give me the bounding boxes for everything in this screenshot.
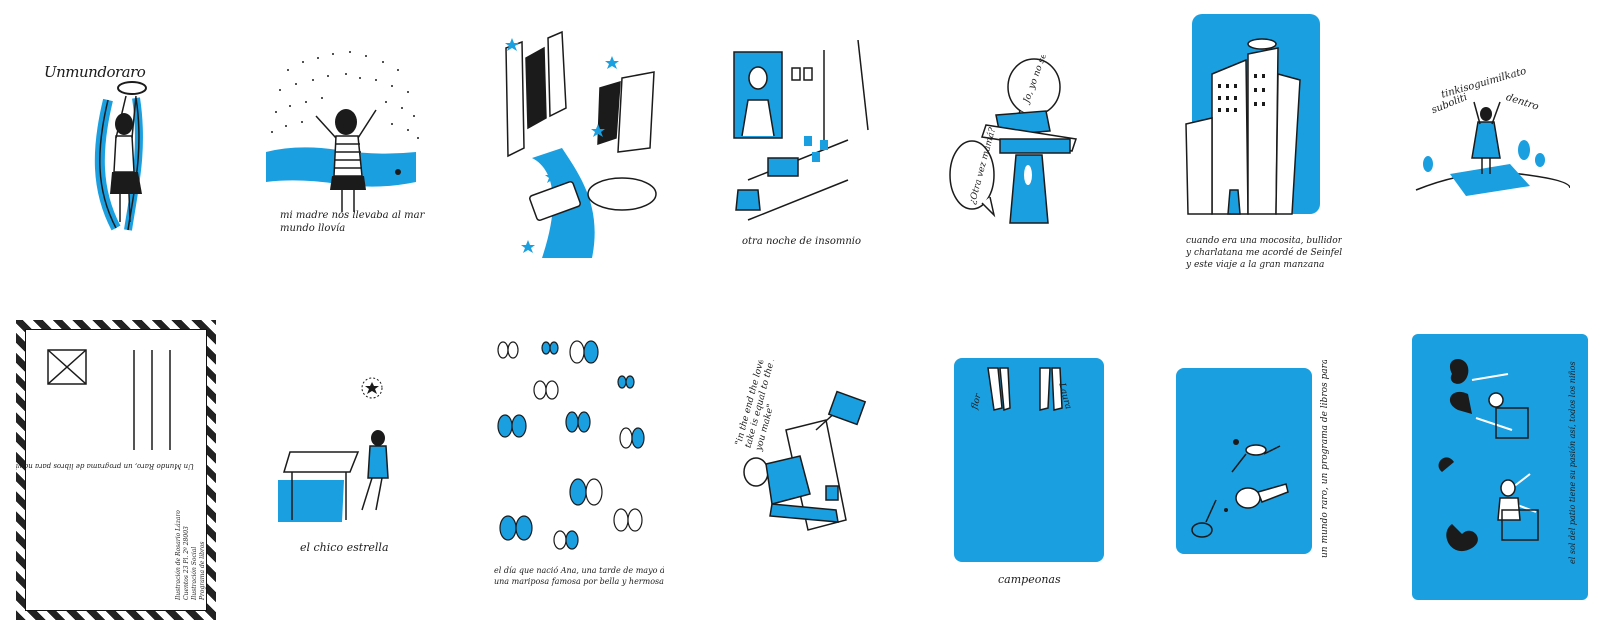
card-insomnio[interactable]: otra noche de insomnio [728,40,878,255]
card-postal-back[interactable]: Un Mundo Raro, un programa de libros par… [16,320,216,620]
girl-in-rain-illustration [266,51,419,212]
card-caption: el sol del patio tiene su pasión así, to… [1568,361,1577,564]
card-title: Unmundoraro [44,63,146,81]
butterflies-illustration [497,340,645,550]
card-caption: otra noche de insomnio [742,236,861,247]
blue-background [954,358,1104,562]
card-caption-line1: el día que nació Ana, una tarde de mayo … [494,566,664,575]
card-manzana[interactable]: cuando era una mocosita, bullidora y cha… [1182,14,1342,274]
ring-phone-illustration [949,58,1077,224]
card-caption-line2: una mariposa famosa por bella y hermosa. [494,577,664,586]
swimmers-legs-illustration [987,367,1063,412]
card-unmundoraro[interactable]: Unmundoraro [30,40,190,240]
card-mariposas[interactable]: el día que nació Ana, una tarde de mayo … [494,330,664,600]
postcard-lines-illustration [47,349,171,450]
postcard-address-2: Cuentos 23 Pl. 2º 28003 [183,526,190,600]
card-caption: campeonas [998,573,1061,586]
boy-at-desk-illustration [278,377,389,522]
card-caption-line3: y este viaje a la gran manzana [1186,260,1325,270]
postcard-back-text: Un Mundo Raro, un programa de libros par… [16,462,194,471]
postcard-body: Un Mundo Raro, un programa de libros par… [16,329,207,611]
card-estrella[interactable]: el chico estrella [276,370,406,570]
girl-on-hill-illustration [1415,101,1570,196]
flying-kids-illustration [1191,439,1289,538]
card-ring[interactable]: ¿Otra vez mamá? Jo, yo no sé leer [946,55,1106,235]
woman-reading-illustration [743,390,867,531]
card-caption-line1: cuando era una mocosita, bullidora [1186,236,1342,246]
postcard-address-3: Ilustración Social [191,546,198,600]
card-caption-line1: mi madre nos llevaba al mar [280,210,425,221]
card-dentro[interactable]: tinkisoguimilkato suboliti dentro [1410,50,1570,210]
card-caption-line2: y charlatana me acordé de Seinfeld [1186,248,1342,258]
card-campeonas[interactable]: flor Laura campeonas [950,358,1110,600]
girl-holding-ring-illustration [94,81,147,231]
card-caption-line2: mundo llovía [280,223,346,234]
card-ciudad[interactable] [502,18,662,258]
card-mar[interactable]: mi madre nos llevaba al mar mundo llovía [258,40,428,240]
card-love[interactable]: "in the end the love you take is equal t… [726,360,876,560]
postcard-address-1: Ilustración de Rosario Lázaro [175,510,182,600]
kids-playing-illustration [1438,359,1539,552]
postcard-address-4: Programa de libros [199,541,206,600]
skyscrapers-illustration [1185,38,1301,215]
card-patines[interactable]: el sol del patio tiene su pasión así, to… [1412,334,1592,604]
night-kitchen-illustration [733,40,869,221]
card-libros[interactable]: un mundo raro, un programa de libros par… [1176,360,1346,570]
city-taxi-illustration [505,30,657,258]
card-caption: el chico estrella [300,541,389,554]
card-caption: un mundo raro, un programa de libros par… [1320,360,1330,558]
